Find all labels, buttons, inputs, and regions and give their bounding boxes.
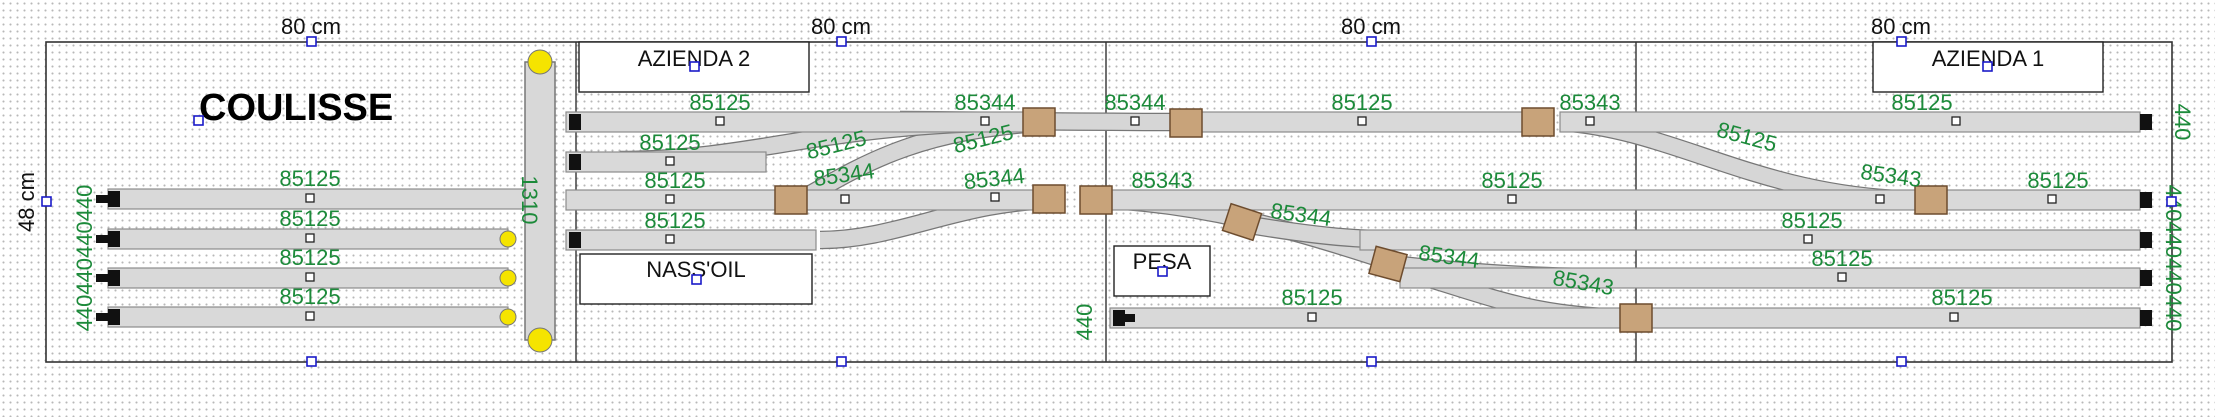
svg-text:85125: 85125 — [1811, 246, 1872, 271]
svg-text:85125: 85125 — [279, 206, 340, 231]
buffer-label-pesa: 440 — [1072, 304, 1097, 341]
dimension-label-module-2: 80 cm — [811, 14, 871, 39]
svg-text:85125: 85125 — [644, 168, 705, 193]
svg-text:85125: 85125 — [644, 208, 705, 233]
coulisse-title: COULISSE — [199, 87, 393, 129]
straight-track-labels: 85125 85125 85125 85125 85125 85125 8512… — [279, 90, 2088, 310]
dimension-label-module-1: 80 cm — [281, 14, 341, 39]
buffer-stops — [569, 114, 2152, 326]
svg-text:85125: 85125 — [1781, 208, 1842, 233]
turnout-motors[interactable] — [774, 107, 1948, 333]
traverser-label: 1310 — [517, 176, 542, 225]
svg-text:85125: 85125 — [279, 245, 340, 270]
buffer-label-top-right: 440 — [2170, 104, 2195, 141]
svg-text:85344: 85344 — [1104, 90, 1165, 115]
svg-text:85125: 85125 — [1931, 285, 1992, 310]
buffer-column-right: 440440440440 — [2161, 185, 2186, 332]
building-pesa[interactable] — [1113, 245, 1211, 297]
svg-text:85125: 85125 — [279, 284, 340, 309]
svg-text:85344: 85344 — [954, 90, 1015, 115]
svg-text:85343: 85343 — [1559, 90, 1620, 115]
svg-text:85343: 85343 — [1859, 159, 1923, 192]
svg-text:85125: 85125 — [639, 130, 700, 155]
svg-text:85125: 85125 — [279, 166, 340, 191]
svg-text:85125: 85125 — [689, 90, 750, 115]
track-nodes — [305, 116, 2057, 322]
selection-handles[interactable] — [41, 36, 2177, 367]
svg-text:85344: 85344 — [812, 158, 876, 191]
traverser[interactable]: 1310 — [517, 49, 556, 353]
svg-text:85343: 85343 — [1131, 168, 1192, 193]
svg-text:85125: 85125 — [1281, 285, 1342, 310]
svg-text:85125: 85125 — [1481, 168, 1542, 193]
coulisse-tracks — [96, 188, 549, 328]
svg-text:85125: 85125 — [1891, 90, 1952, 115]
svg-text:85125: 85125 — [1331, 90, 1392, 115]
dimension-label-module-4: 80 cm — [1871, 14, 1931, 39]
buffer-column-left: 440440440440 — [72, 185, 97, 332]
dimension-label-height: 48 cm — [14, 172, 39, 232]
svg-text:85125: 85125 — [2027, 168, 2088, 193]
dimension-label-module-3: 80 cm — [1341, 14, 1401, 39]
